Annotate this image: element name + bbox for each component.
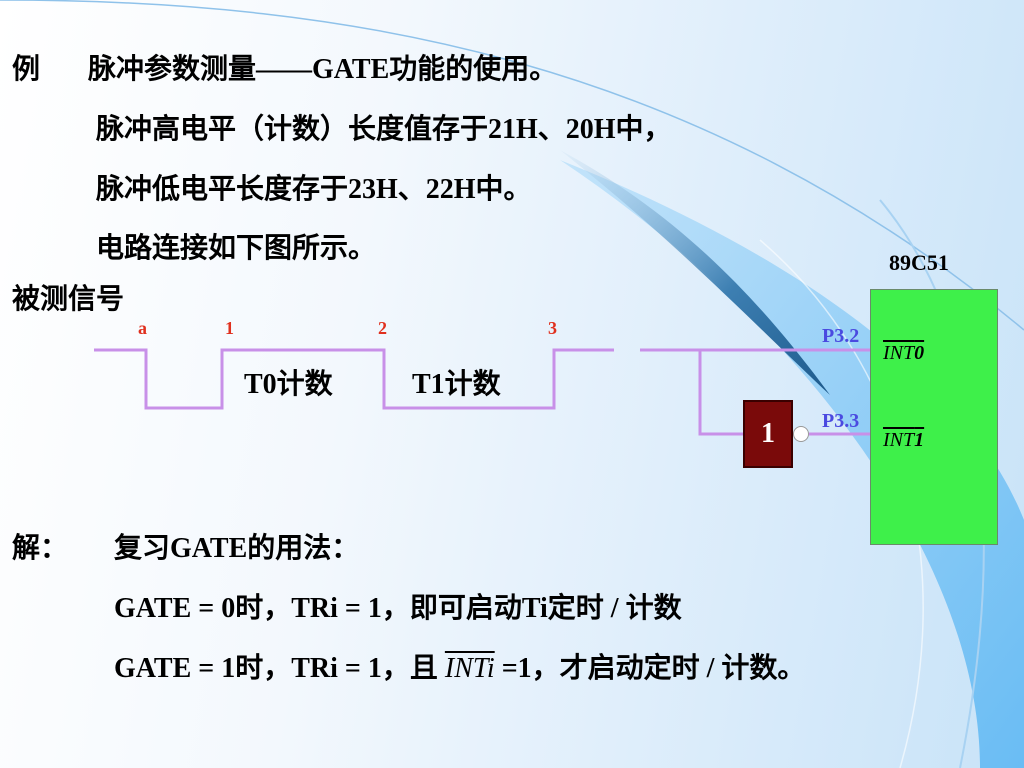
- t1-count-label: T1计数: [412, 369, 501, 400]
- point-label-1: 1: [225, 318, 234, 338]
- solution-label: 解：: [12, 533, 69, 564]
- chip-89c51: INT0 INT1: [870, 289, 998, 545]
- signal-label: 被测信号: [12, 284, 125, 315]
- pin-int1: INT1: [883, 428, 924, 452]
- gate1-rule-suffix: =1，才启动定时 / 计数。: [494, 653, 806, 684]
- t0-count-label: T0计数: [244, 369, 333, 400]
- point-label-2: 2: [378, 318, 387, 338]
- gate1-rule-int: INTi: [444, 653, 495, 684]
- gate1-rule-prefix: GATE = 1时，TRi = 1，且: [114, 653, 445, 684]
- point-label-3: 3: [548, 318, 557, 338]
- inverter-label: 1: [761, 418, 775, 449]
- point-label-a: a: [138, 318, 147, 338]
- port-p33: P3.3: [822, 410, 860, 432]
- page-title: 脉冲参数测量——GATE功能的使用。: [88, 54, 558, 85]
- text-gate-review: 复习GATE的用法：: [114, 533, 360, 564]
- example-label: 例: [12, 54, 41, 85]
- text-gate1-rule: GATE = 1时，TRi = 1，且 INTi =1，才启动定时 / 计数。: [114, 652, 805, 686]
- text-circuit-intro: 电路连接如下图所示。: [96, 233, 377, 264]
- pin-int1-base: INT: [883, 429, 915, 451]
- pin-int0-suffix: 0: [914, 342, 925, 364]
- signal-wire-to-inverter: [698, 350, 743, 436]
- text-high-level-storage: 脉冲高电平（计数）长度值存于21H、20H中，: [96, 114, 672, 145]
- port-p32: P3.2: [822, 325, 860, 347]
- inverter-gate: 1: [743, 400, 793, 468]
- pin-int0-base: INT: [883, 342, 915, 364]
- background-arc-thin: [0, 0, 1024, 331]
- pin-int1-suffix: 1: [914, 429, 925, 451]
- text-gate0-rule: GATE = 0时，TRi = 1，即可启动Ti定时 / 计数: [114, 593, 682, 624]
- inverter-bubble: [793, 426, 809, 442]
- pulse-waveform: [94, 348, 614, 410]
- chip-name: 89C51: [889, 250, 949, 275]
- pin-int0: INT0: [883, 341, 924, 365]
- text-low-level-storage: 脉冲低电平长度存于23H、22H中。: [96, 174, 532, 205]
